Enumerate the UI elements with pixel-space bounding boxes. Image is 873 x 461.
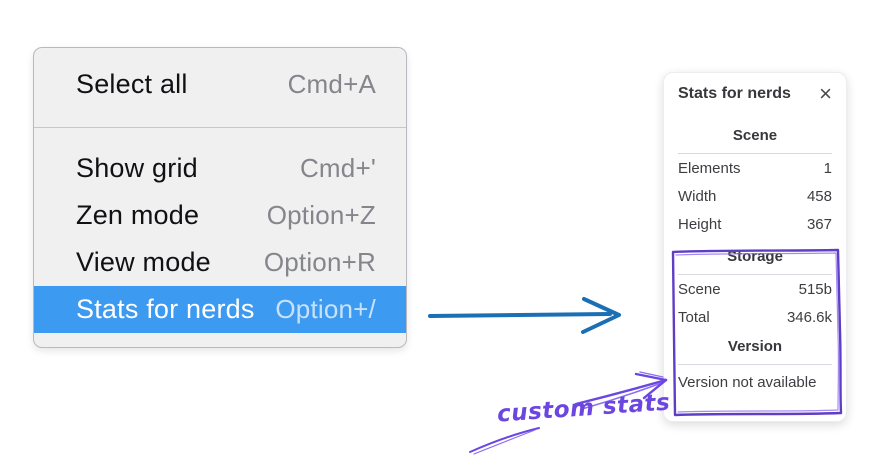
stat-label: Elements: [678, 159, 741, 177]
section-header-version: Version: [727, 338, 783, 355]
stat-value: 458: [806, 187, 832, 205]
context-menu: Select all Cmd+A Show grid Cmd+' Zen mod…: [33, 47, 407, 348]
section-header-storage: Storage: [727, 248, 783, 265]
menu-item-shortcut: Cmd+': [299, 153, 376, 183]
menu-item-label: Select all: [76, 69, 188, 99]
section-divider: [678, 364, 832, 365]
section-divider: [678, 153, 832, 154]
menu-item-select-all[interactable]: Select all Cmd+A: [34, 61, 406, 108]
version-note: Version not available: [678, 373, 817, 391]
menu-item-show-grid[interactable]: Show grid Cmd+': [34, 145, 406, 192]
stat-value: 515b: [798, 280, 832, 298]
stat-row-scene-storage: Scene 515b: [678, 275, 832, 303]
stat-label: Total: [678, 308, 710, 326]
stat-value: 367: [806, 215, 832, 233]
stat-label: Scene: [678, 280, 721, 298]
stats-panel: Stats for nerds × Scene Elements 1 Width…: [663, 72, 847, 422]
menu-item-label: Stats for nerds: [76, 294, 255, 324]
stat-value: 346.6k: [786, 308, 832, 326]
annotation-label: custom stats: [496, 389, 672, 428]
menu-item-label: View mode: [76, 247, 211, 277]
stat-label: Height: [678, 215, 722, 233]
menu-item-stats-for-nerds[interactable]: Stats for nerds Option+/: [34, 286, 406, 333]
menu-item-zen-mode[interactable]: Zen mode Option+Z: [34, 192, 406, 239]
close-icon[interactable]: ×: [819, 81, 832, 106]
menu-item-label: Show grid: [76, 153, 198, 183]
menu-item-shortcut: Option+Z: [266, 200, 376, 230]
menu-item-shortcut: Option+R: [263, 247, 376, 277]
section-header-scene: Scene: [732, 127, 778, 144]
menu-item-label: Zen mode: [76, 200, 200, 230]
stats-panel-title: Stats for nerds: [678, 85, 791, 102]
flow-arrow: [428, 297, 621, 334]
stat-row-width: Width 458: [678, 182, 832, 210]
stat-row-elements: Elements 1: [678, 154, 832, 182]
stat-row-total-storage: Total 346.6k: [678, 303, 832, 331]
stat-value: 1: [823, 159, 832, 177]
menu-item-shortcut: Option+/: [275, 294, 376, 324]
menu-divider: [34, 127, 406, 128]
stat-label: Width: [678, 187, 717, 205]
annotation-stroke: [469, 427, 540, 455]
stats-panel-header: Stats for nerds ×: [678, 81, 832, 106]
menu-item-view-mode[interactable]: View mode Option+R: [34, 239, 406, 286]
stat-row-height: Height 367: [678, 210, 832, 238]
menu-item-shortcut: Cmd+A: [287, 69, 376, 99]
